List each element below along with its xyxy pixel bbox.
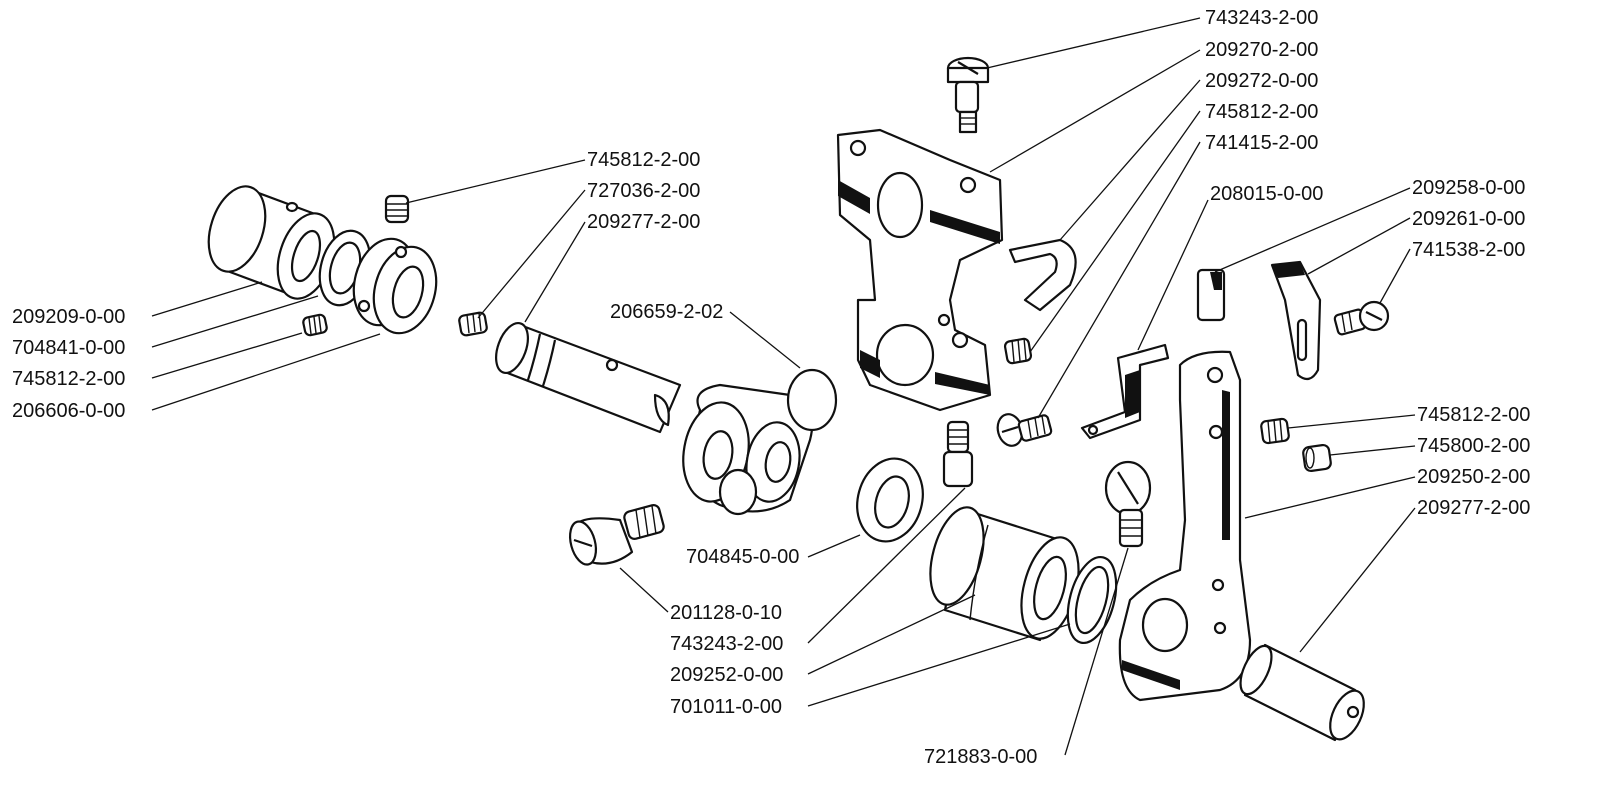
label-209272: 209272-0-00 — [1205, 70, 1318, 92]
label-727036: 727036-2-00 — [587, 180, 700, 202]
part-screw-721883 — [1104, 460, 1152, 548]
part-screw-741538 — [1333, 300, 1390, 336]
part-pin-209258 — [1196, 268, 1226, 322]
label-209277-right: 209277-2-00 — [1417, 497, 1530, 519]
label-745812-mid: 745812-2-00 — [1205, 101, 1318, 123]
part-shaft-left — [495, 322, 682, 434]
label-209250: 209250-2-00 — [1417, 466, 1530, 488]
label-206606: 206606-0-00 — [12, 400, 125, 422]
label-209209: 209209-0-00 — [12, 306, 125, 328]
part-screw-201128 — [568, 504, 665, 566]
label-209277-left: 209277-2-00 — [587, 211, 700, 233]
part-stud-screw-top — [946, 56, 990, 134]
label-704841: 704841-0-00 — [12, 337, 125, 359]
label-745812-top: 745812-2-00 — [587, 149, 700, 171]
label-743243-mid: 743243-2-00 — [670, 633, 783, 655]
label-208015: 208015-0-00 — [1210, 183, 1323, 205]
label-741538: 741538-2-00 — [1412, 239, 1525, 261]
part-set-screw-c — [458, 311, 488, 337]
label-704845: 704845-0-00 — [686, 546, 799, 568]
label-209261: 209261-0-00 — [1412, 208, 1525, 230]
label-209258: 209258-0-00 — [1412, 177, 1525, 199]
part-set-screw-d — [1003, 337, 1033, 365]
part-set-screw-f — [1302, 443, 1332, 473]
label-206659: 206659-2-02 — [610, 301, 723, 323]
part-stud-screw-mid — [942, 420, 974, 488]
part-lever-plate — [1270, 260, 1322, 381]
part-u-pin — [1008, 238, 1077, 312]
part-set-screw-e — [1260, 417, 1290, 445]
part-bracket-body — [836, 128, 1004, 412]
part-set-screw-b — [384, 194, 410, 224]
label-209252: 209252-0-00 — [670, 664, 783, 686]
part-shaft-right — [1239, 643, 1365, 742]
part-screw-741415 — [996, 413, 1053, 447]
label-209270: 209270-2-00 — [1205, 39, 1318, 61]
part-set-screw-a — [302, 313, 328, 337]
label-745812-left: 745812-2-00 — [12, 368, 125, 390]
label-745812-right: 745812-2-00 — [1417, 404, 1530, 426]
label-721883: 721883-0-00 — [924, 746, 1037, 768]
part-universal-joint — [682, 368, 838, 516]
part-bushing — [929, 506, 1080, 642]
part-small-bracket — [1080, 343, 1170, 440]
part-collar — [352, 237, 438, 335]
label-745800: 745800-2-00 — [1417, 435, 1530, 457]
label-701011: 701011-0-00 — [670, 696, 782, 718]
label-741415: 741415-2-00 — [1205, 132, 1318, 154]
label-743243-top: 743243-2-00 — [1205, 7, 1318, 29]
leader-lines — [151, 17, 1416, 756]
part-collar-sleeve — [207, 185, 336, 300]
label-201128: 201128-0-10 — [670, 602, 782, 624]
part-crank-arm — [1118, 350, 1252, 702]
part-labels: 209209-0-00 704841-0-00 745812-2-00 2066… — [12, 7, 1530, 768]
part-ring — [1066, 556, 1118, 644]
part-washer-704845 — [856, 457, 924, 543]
